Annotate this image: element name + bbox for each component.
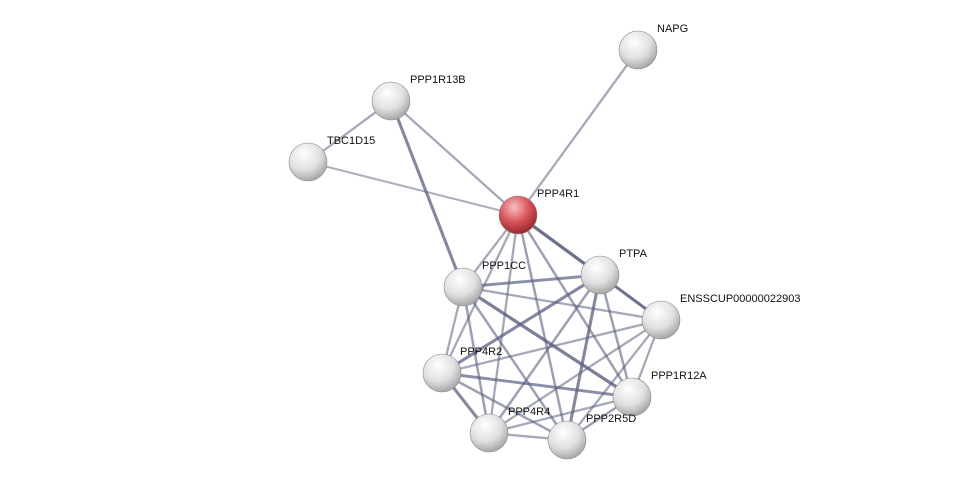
node-label: TBC1D15 bbox=[327, 135, 375, 147]
node-NAPG[interactable]: NAPG bbox=[618, 23, 688, 70]
node-PPP4R4[interactable]: PPP4R4 bbox=[469, 406, 550, 453]
node-PPP4R1[interactable]: PPP4R1 bbox=[498, 188, 579, 235]
node-TBC1D15[interactable]: TBC1D15 bbox=[288, 135, 375, 182]
node-ball[interactable] bbox=[641, 300, 681, 340]
edge-PPP4R1-PPP2R5D bbox=[516, 214, 569, 441]
edge-PPP4R2-PPP2R5D bbox=[441, 371, 568, 442]
node-PPP1CC[interactable]: PPP1CC bbox=[443, 260, 526, 307]
edges-layer bbox=[307, 49, 663, 442]
edge-PPP4R1-PPP4R4 bbox=[487, 214, 520, 434]
node-label: PPP1R13B bbox=[410, 74, 466, 86]
node-PTPA[interactable]: PTPA bbox=[580, 248, 648, 295]
edge-PPP1CC-PPP2R5D bbox=[461, 286, 569, 441]
node-label: PTPA bbox=[619, 248, 648, 260]
edge-PPP1CC-PPP1R12A bbox=[462, 285, 633, 399]
node-ENSS[interactable]: ENSSCUP00000022903 bbox=[641, 293, 800, 340]
edge-PPP4R1-NAPG bbox=[517, 49, 639, 216]
edge-PPP1R13B-PPP1CC bbox=[389, 100, 465, 288]
edge-PPP1CC-PPP4R4 bbox=[461, 286, 491, 434]
node-PPP2R5D[interactable]: PPP2R5D bbox=[547, 413, 636, 460]
edge-PPP1CC-ENSS bbox=[462, 285, 662, 322]
node-ball[interactable] bbox=[618, 30, 658, 70]
node-PPP1R13B[interactable]: PPP1R13B bbox=[371, 74, 466, 121]
node-ball[interactable] bbox=[371, 81, 411, 121]
node-PPP4R2[interactable]: PPP4R2 bbox=[422, 346, 502, 393]
edge-PPP1CC-PTPA bbox=[462, 273, 601, 289]
node-ball[interactable] bbox=[612, 377, 652, 417]
node-label: PPP2R5D bbox=[586, 413, 636, 425]
node-ball[interactable] bbox=[443, 267, 483, 307]
edge-PPP4R1-TBC1D15 bbox=[307, 160, 519, 217]
node-label: PPP4R4 bbox=[508, 406, 550, 418]
node-PPP1R12A[interactable]: PPP1R12A bbox=[612, 370, 707, 417]
edge-PPP1R12A-PPP4R4 bbox=[488, 395, 633, 435]
edge-PPP4R2-PPP1R12A bbox=[441, 371, 633, 399]
edge-ENSS-PPP2R5D bbox=[566, 319, 662, 441]
edge-ENSS-PPP4R2 bbox=[441, 318, 662, 375]
node-label: NAPG bbox=[657, 23, 688, 35]
node-ball[interactable] bbox=[547, 420, 587, 460]
node-ball[interactable] bbox=[288, 142, 328, 182]
node-label: PPP4R2 bbox=[460, 346, 502, 358]
edge-PTPA-PPP4R4 bbox=[487, 274, 602, 434]
edge-PTPA-PPP1R12A bbox=[598, 274, 634, 398]
node-ball[interactable] bbox=[422, 353, 462, 393]
node-label: PPP1R12A bbox=[651, 370, 707, 382]
edge-PPP4R1-PPP1R13B bbox=[390, 100, 519, 216]
node-label: PPP4R1 bbox=[537, 188, 579, 200]
node-ball[interactable] bbox=[580, 255, 620, 295]
edge-PTPA-PPP4R2 bbox=[441, 273, 601, 375]
node-label: PPP1CC bbox=[482, 260, 526, 272]
node-ball[interactable] bbox=[469, 413, 509, 453]
node-label: ENSSCUP00000022903 bbox=[680, 293, 800, 305]
node-ball[interactable] bbox=[498, 195, 538, 235]
